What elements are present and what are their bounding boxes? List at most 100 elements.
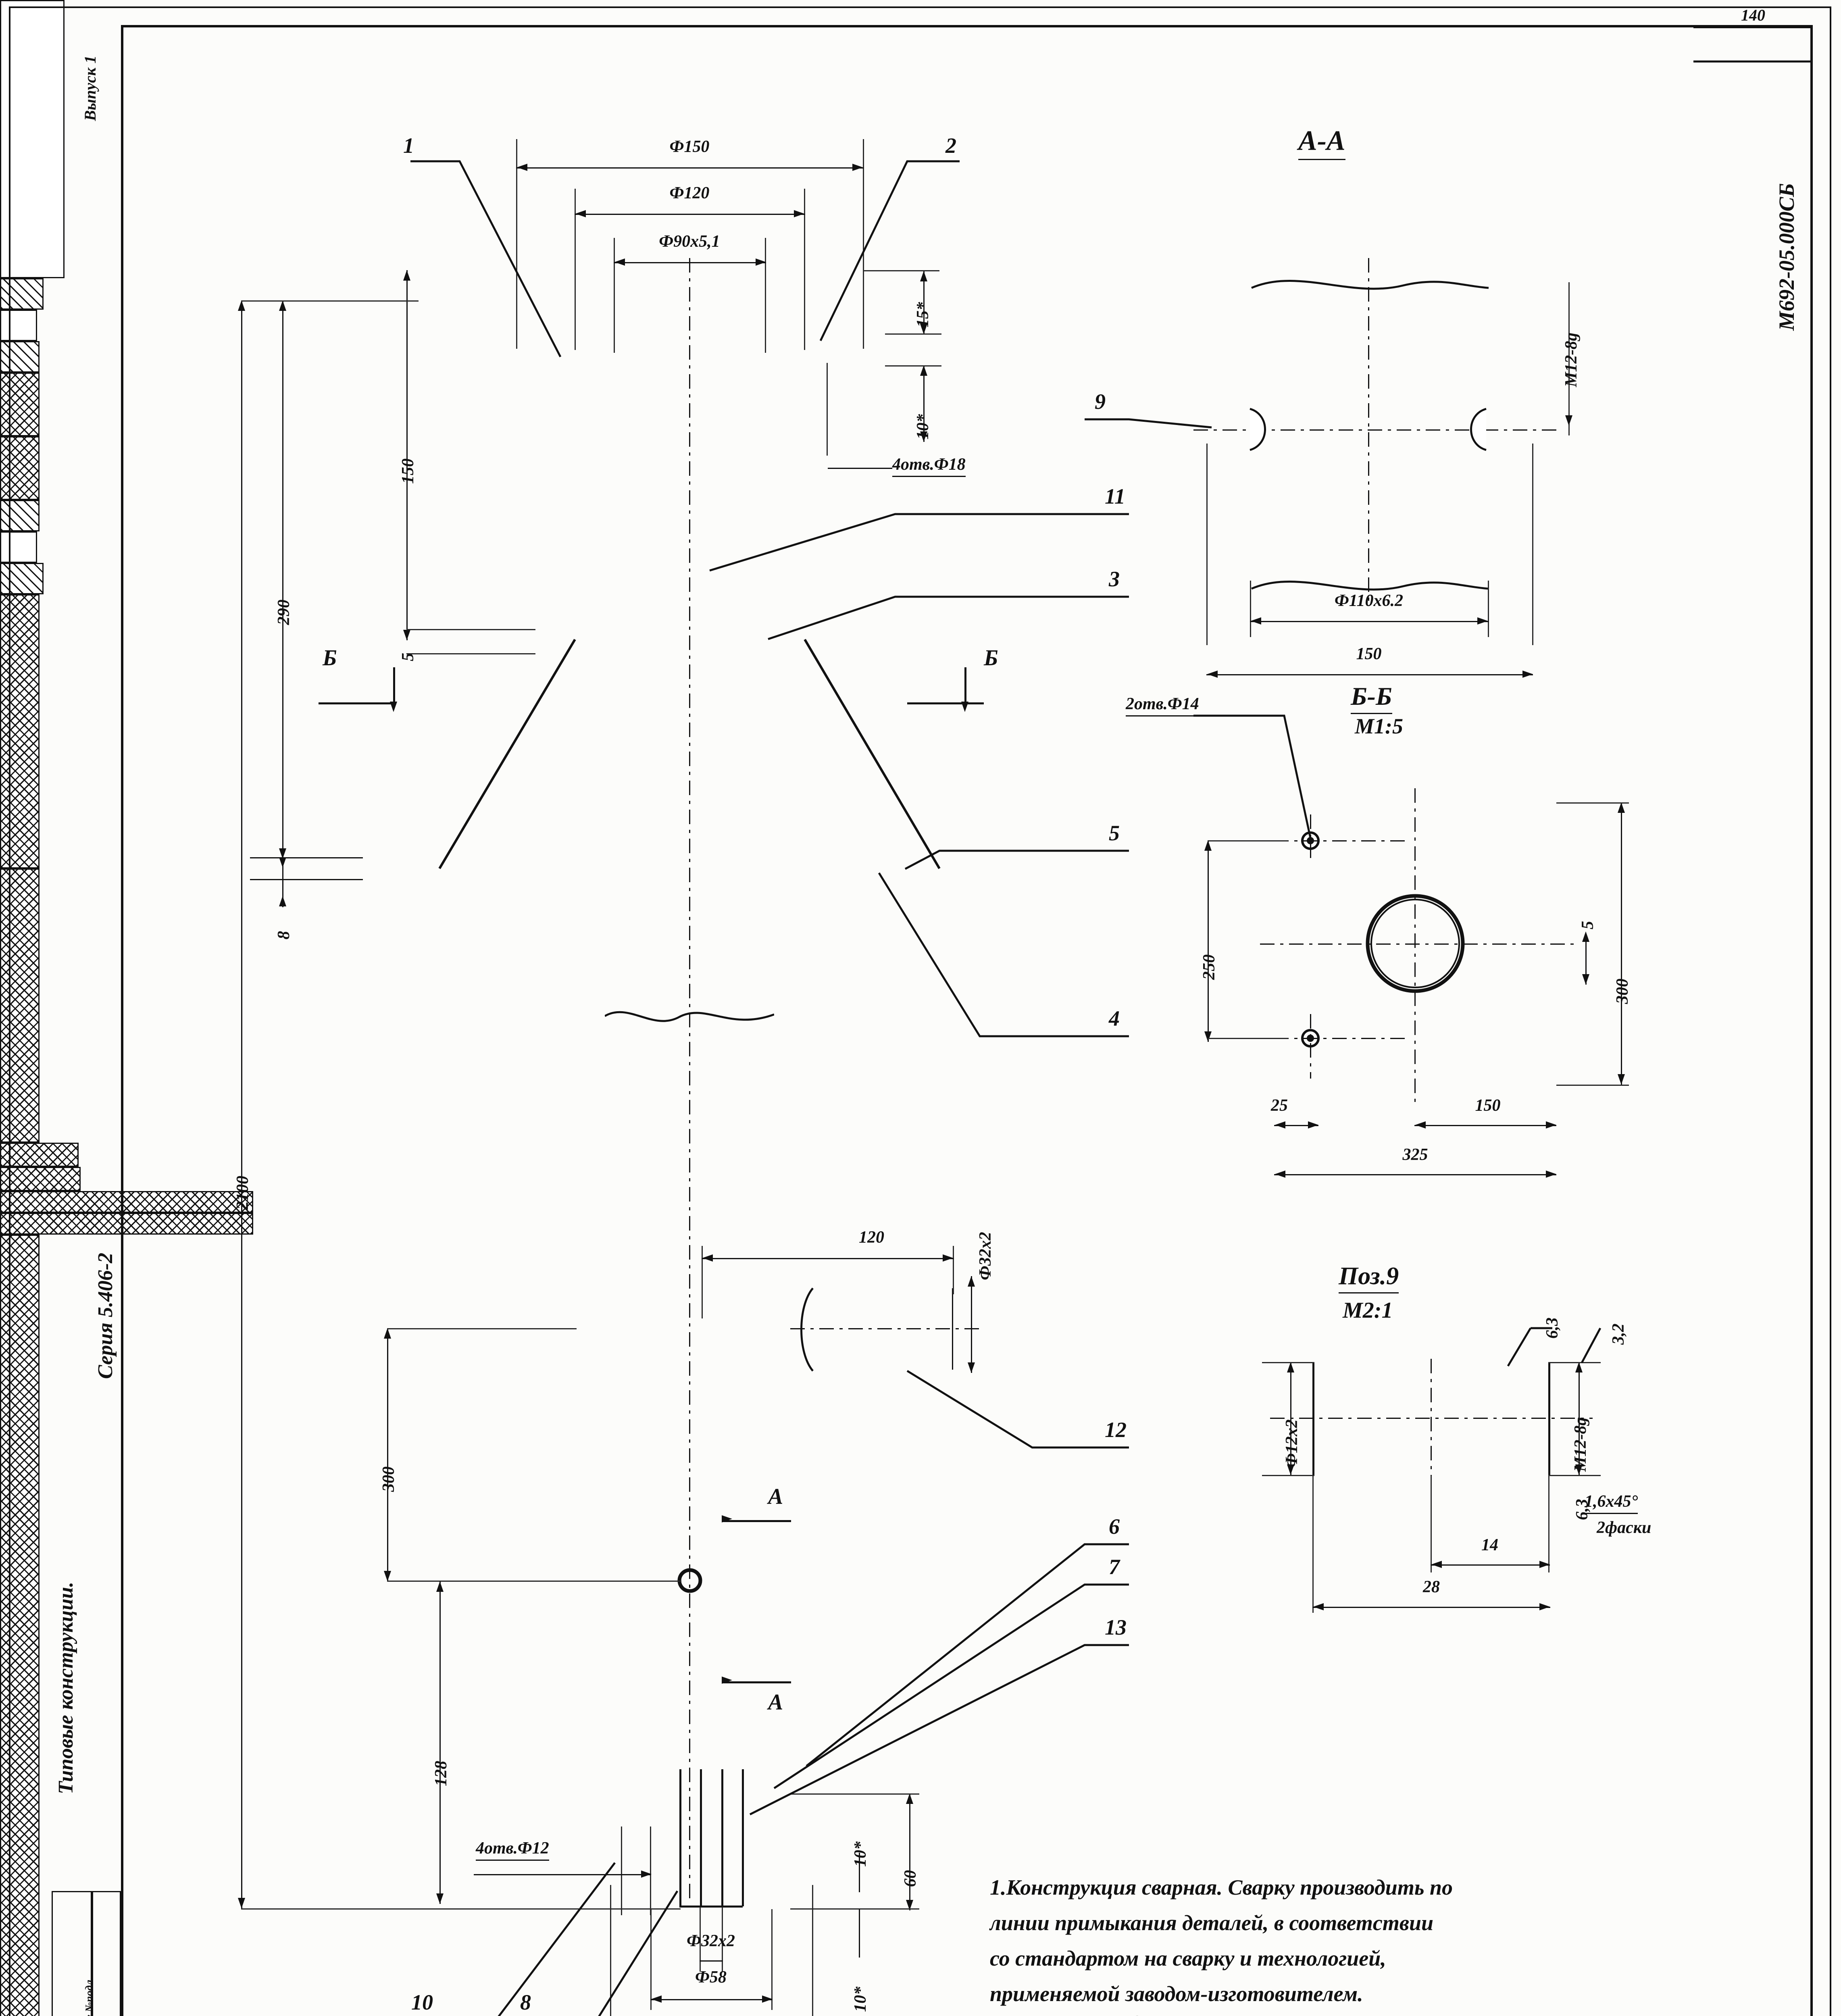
ext-300m-bot bbox=[387, 1581, 681, 1582]
bb-dimline-25 bbox=[1274, 1125, 1318, 1126]
bb-ext-300-t bbox=[1556, 802, 1629, 804]
bb-arrow-325-r bbox=[1546, 1170, 1556, 1178]
ext-300m-top bbox=[387, 1328, 577, 1329]
aa-thread-ext bbox=[1568, 282, 1570, 435]
arrow-bd32-d bbox=[968, 1362, 975, 1373]
section-bb-scale: М1:5 bbox=[1355, 714, 1403, 738]
section-a-bot-arrow bbox=[722, 1677, 732, 1684]
stamp-col-right bbox=[92, 1891, 121, 2016]
poz9-dimline-d12 bbox=[1290, 1362, 1291, 1475]
nipple-wall-left bbox=[679, 1769, 681, 1906]
dimline-120 bbox=[702, 1258, 954, 1259]
poz9-ra-top-symbol bbox=[1507, 1327, 1552, 1367]
poz9-chamfer: 1,6x45° bbox=[1585, 1492, 1638, 1514]
top-collar-left bbox=[0, 373, 40, 436]
lead-h12 bbox=[474, 1874, 651, 1875]
aa-centerline-v bbox=[1368, 258, 1369, 605]
aa-thread: M12-8g bbox=[1562, 332, 1581, 387]
ext-58-l bbox=[650, 1909, 652, 2010]
poz9-ext-d12-t bbox=[1262, 1362, 1314, 1363]
bb-dim-holes14: 2отв.Ф14 bbox=[1126, 694, 1199, 716]
dimline-8 bbox=[282, 857, 283, 907]
bb-centerline-v bbox=[1414, 788, 1416, 1103]
poz9-ext-d12-b bbox=[1262, 1475, 1314, 1476]
bb-ext-250-b bbox=[1208, 1038, 1288, 1039]
tube-wall-right-upper bbox=[0, 868, 40, 1143]
bb-arrow-150-r bbox=[1546, 1121, 1556, 1129]
ext-n32-l bbox=[700, 1907, 701, 1972]
ext-n32-r bbox=[722, 1907, 723, 1972]
note-2-signs: + − bbox=[1112, 2014, 1122, 2016]
note-2-row: 2. Н14, h 14, + − t2 2 bbox=[990, 2013, 1756, 2016]
ext-120-r bbox=[953, 1246, 954, 1294]
arrow-58-l bbox=[651, 1995, 662, 2003]
corner-designation-box bbox=[0, 0, 65, 278]
dimline-290 bbox=[282, 300, 283, 861]
bb-arrow-5-u bbox=[1582, 931, 1589, 942]
aa-arrow-150-l bbox=[1207, 671, 1218, 678]
arrow-150-u bbox=[403, 270, 410, 281]
callout-13: 13 bbox=[1105, 1615, 1127, 1639]
ext-d90-r bbox=[765, 238, 766, 353]
note-1a: 1.Конструкция сварная. Сварку производит… bbox=[990, 1875, 1453, 1899]
callout-2: 2 bbox=[945, 133, 956, 158]
bb-arrow-325-l bbox=[1275, 1170, 1285, 1178]
section-mark-a-bot: А bbox=[768, 1690, 783, 1715]
ext-2100-top bbox=[241, 300, 419, 302]
ext-2100-bot bbox=[241, 1908, 681, 1910]
top-flange-right-a bbox=[0, 500, 40, 531]
dimline-128 bbox=[439, 1581, 441, 1904]
aa-callout-9: 9 bbox=[1095, 389, 1106, 414]
bb-dimline-325 bbox=[1274, 1174, 1556, 1175]
dim-10a: 10* bbox=[851, 1841, 870, 1867]
dim-150: 150 bbox=[399, 458, 417, 484]
dim-holes18: 4отв.Ф18 bbox=[892, 455, 966, 477]
base-plate-right bbox=[0, 1213, 253, 1235]
poz9-ext-thr-b bbox=[1548, 1475, 1601, 1476]
cone-top-ring-right bbox=[0, 1167, 81, 1191]
dimline-d120 bbox=[575, 214, 805, 215]
arrow-10-d bbox=[920, 431, 927, 442]
poz9-arrow-thr-u bbox=[1575, 1362, 1583, 1372]
section-b-left-arrow bbox=[390, 702, 397, 712]
top-flange-left-a bbox=[0, 278, 44, 310]
bb-arrow-25-l bbox=[1275, 1121, 1285, 1129]
poz9-centerline-v bbox=[1431, 1359, 1432, 1480]
callout-11: 11 bbox=[1105, 484, 1126, 508]
aa-ext-150-r bbox=[1532, 444, 1533, 645]
aa-bush-left-curve bbox=[1250, 408, 1266, 451]
poz9-ra-top: 6,3 bbox=[1543, 1317, 1562, 1339]
sheet-outer-frame bbox=[9, 6, 1831, 2016]
nipple-bore-right bbox=[721, 1769, 723, 1906]
bb-dimline-150 bbox=[1414, 1125, 1556, 1126]
dimline-10b bbox=[859, 1909, 860, 1958]
arrow-60-u bbox=[906, 1793, 913, 1804]
stamp-label-0: Инв.№подл. bbox=[83, 1977, 95, 2016]
aa-arrow-110-r bbox=[1477, 617, 1488, 625]
bb-arrow-300-u bbox=[1618, 802, 1625, 813]
poz9-ext-14-l bbox=[1431, 1476, 1432, 1572]
poz9-arrow-thr-d bbox=[1575, 1464, 1583, 1475]
bb-hole-cl-bot bbox=[1274, 1038, 1407, 1039]
arrow-120-l bbox=[702, 1254, 713, 1262]
dim-10b: 10* bbox=[851, 1987, 870, 2012]
sheet-inner-frame bbox=[121, 25, 1813, 2016]
poz9-dim-d12: Ф12x2 bbox=[1283, 1419, 1301, 1468]
dim-120: 120 bbox=[859, 1228, 884, 1247]
bb-ext-250-t bbox=[1208, 840, 1288, 841]
corner-box-top-line bbox=[1693, 25, 1813, 28]
arrow-128-u bbox=[436, 1581, 444, 1592]
section-a-top-bar bbox=[723, 1520, 791, 1522]
bb-arrow-25-r bbox=[1308, 1121, 1318, 1129]
arrow-d150-l bbox=[517, 164, 527, 171]
base-plate-ext-left bbox=[250, 857, 363, 858]
poz9-arrow-28-r bbox=[1539, 1603, 1550, 1610]
dim-58: Ф58 bbox=[695, 1968, 727, 1987]
section-b-right-arrow bbox=[961, 702, 968, 712]
aa-dimline-150 bbox=[1206, 674, 1533, 675]
bb-arrow-250-d bbox=[1204, 1031, 1212, 1042]
dimline-d150 bbox=[516, 167, 864, 169]
top-flange-left-b bbox=[0, 310, 37, 341]
poz9-dim-14: 14 bbox=[1481, 1536, 1498, 1554]
dimline-10 bbox=[923, 365, 925, 442]
